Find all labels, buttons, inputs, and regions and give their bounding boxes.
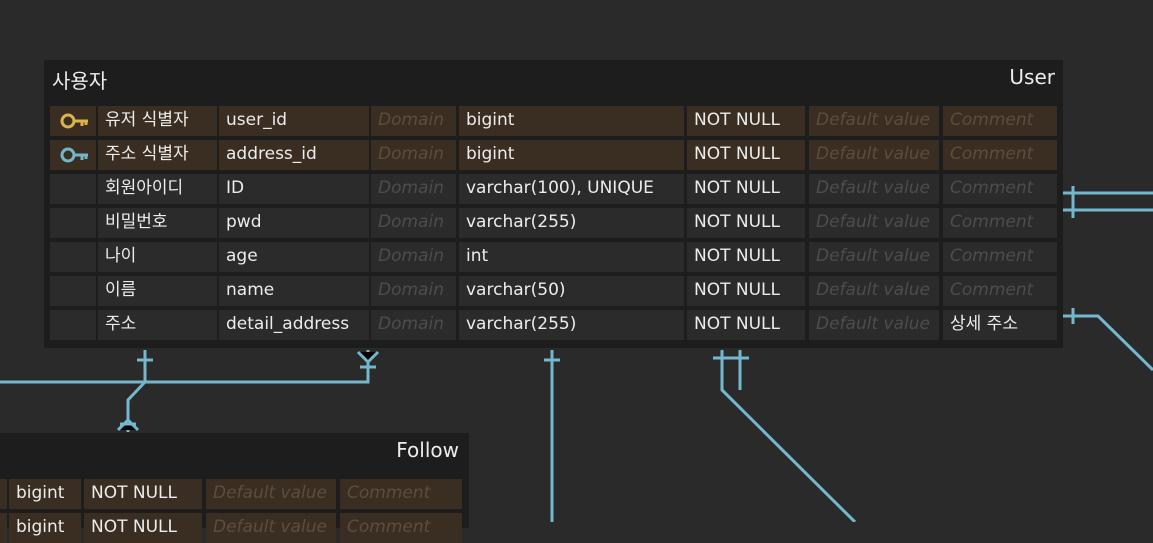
- key-cell: [50, 140, 96, 170]
- data-type-cell: bigint: [9, 479, 81, 509]
- comment-cell: Comment: [943, 106, 1057, 136]
- comment-cell: Comment: [943, 242, 1057, 272]
- nullable-cell: NOT NULL: [687, 140, 805, 170]
- data-type-cell: int: [459, 242, 684, 272]
- follow-entity[interactable]: Follow bigint NOT NULL Default value Com…: [0, 433, 469, 543]
- key-cell: [50, 276, 96, 306]
- logical-name-cell: 비밀번호: [98, 208, 217, 238]
- clipped-cell: [0, 513, 7, 543]
- column-row-detail-address[interactable]: 주소 detail_address Domain varchar(255) NO…: [44, 310, 1063, 340]
- column-row-age[interactable]: 나이 age Domain int NOT NULL Default value…: [44, 242, 1063, 272]
- domain-cell: Domain: [371, 174, 456, 204]
- domain-cell: Domain: [371, 276, 456, 306]
- follow-column-row-1[interactable]: bigint NOT NULL Default value Comment: [0, 479, 469, 509]
- nullable-cell: NOT NULL: [84, 479, 202, 509]
- cardinality-one-mark: [137, 186, 1075, 362]
- physical-name-cell: address_id: [219, 140, 369, 170]
- data-type-cell: bigint: [9, 513, 81, 543]
- entity-physical-name: Follow: [396, 438, 459, 462]
- clipped-cell: [0, 479, 7, 509]
- relation-line-follow-user-2[interactable]: [145, 350, 370, 384]
- data-type-cell: varchar(255): [459, 208, 684, 238]
- default-value-cell: Default value: [809, 242, 939, 272]
- physical-name-cell: pwd: [219, 208, 369, 238]
- user-entity-header[interactable]: 사용자 User: [44, 60, 1063, 98]
- comment-cell: Comment: [943, 174, 1057, 204]
- logical-name-cell: 회원아이디: [98, 174, 217, 204]
- primary-key-icon: [60, 113, 88, 129]
- relationship-lines: [0, 186, 1153, 522]
- column-row-name[interactable]: 이름 name Domain varchar(50) NOT NULL Defa…: [44, 276, 1063, 306]
- default-value-cell: Default value: [809, 106, 939, 136]
- column-row-user-id[interactable]: 유저 식별자 user_id Domain bigint NOT NULL De…: [44, 106, 1063, 136]
- column-row-pwd[interactable]: 비밀번호 pwd Domain varchar(255) NOT NULL De…: [44, 208, 1063, 238]
- relation-line-diagonal[interactable]: [720, 350, 857, 522]
- nullable-cell: NOT NULL: [687, 242, 805, 272]
- relation-line-right-1[interactable]: [1063, 191, 1153, 212]
- physical-name-cell: age: [219, 242, 369, 272]
- user-entity[interactable]: 사용자 User 유저 식별자 user_id Domain bigint NO…: [44, 60, 1063, 348]
- data-type-cell: bigint: [459, 106, 684, 136]
- key-cell: [50, 106, 96, 136]
- key-cell: [50, 208, 96, 238]
- domain-cell: Domain: [371, 242, 456, 272]
- relation-line-follow-user[interactable]: [0, 350, 147, 432]
- domain-cell: Domain: [371, 140, 456, 170]
- logical-name-cell: 나이: [98, 242, 217, 272]
- foreign-key-icon: [60, 147, 88, 163]
- physical-name-cell: name: [219, 276, 369, 306]
- domain-cell: Domain: [371, 208, 456, 238]
- default-value-cell: Default value: [206, 513, 336, 543]
- domain-cell: Domain: [371, 106, 456, 136]
- data-type-cell: varchar(100), UNIQUE: [459, 174, 684, 204]
- comment-cell: Comment: [943, 208, 1057, 238]
- comment-cell: Comment: [340, 479, 462, 509]
- data-type-cell: varchar(255): [459, 310, 684, 340]
- nullable-cell: NOT NULL: [687, 276, 805, 306]
- logical-name-cell: 이름: [98, 276, 217, 306]
- comment-cell: Comment: [943, 276, 1057, 306]
- physical-name-cell: user_id: [219, 106, 369, 136]
- default-value-cell: Default value: [809, 276, 939, 306]
- default-value-cell: Default value: [809, 140, 939, 170]
- key-cell: [50, 174, 96, 204]
- physical-name-cell: ID: [219, 174, 369, 204]
- nullable-cell: NOT NULL: [687, 208, 805, 238]
- key-cell: [50, 310, 96, 340]
- comment-cell: 상세 주소: [943, 310, 1057, 340]
- column-row-address-id[interactable]: 주소 식별자 address_id Domain bigint NOT NULL…: [44, 140, 1063, 170]
- nullable-cell: NOT NULL: [687, 106, 805, 136]
- entity-logical-name: 사용자: [52, 69, 108, 93]
- column-row-id[interactable]: 회원아이디 ID Domain varchar(100), UNIQUE NOT…: [44, 174, 1063, 204]
- key-cell: [50, 242, 96, 272]
- follow-column-row-2[interactable]: bigint NOT NULL Default value Comment: [0, 513, 469, 543]
- physical-name-cell: detail_address: [219, 310, 369, 340]
- cardinality-many-mark: [116, 350, 380, 432]
- default-value-cell: Default value: [809, 174, 939, 204]
- logical-name-cell: 유저 식별자: [98, 106, 217, 136]
- nullable-cell: NOT NULL: [687, 310, 805, 340]
- comment-cell: Comment: [943, 140, 1057, 170]
- default-value-cell: Default value: [809, 310, 939, 340]
- default-value-cell: Default value: [206, 479, 336, 509]
- entity-physical-name: User: [1009, 65, 1055, 89]
- follow-entity-header[interactable]: Follow: [0, 433, 469, 471]
- default-value-cell: Default value: [809, 208, 939, 238]
- nullable-cell: NOT NULL: [84, 513, 202, 543]
- comment-cell: Comment: [340, 513, 462, 543]
- nullable-cell: NOT NULL: [687, 174, 805, 204]
- domain-cell: Domain: [371, 310, 456, 340]
- logical-name-cell: 주소 식별자: [98, 140, 217, 170]
- logical-name-cell: 주소: [98, 310, 217, 340]
- relation-line-right-2[interactable]: [1063, 314, 1153, 372]
- data-type-cell: bigint: [459, 140, 684, 170]
- data-type-cell: varchar(50): [459, 276, 684, 306]
